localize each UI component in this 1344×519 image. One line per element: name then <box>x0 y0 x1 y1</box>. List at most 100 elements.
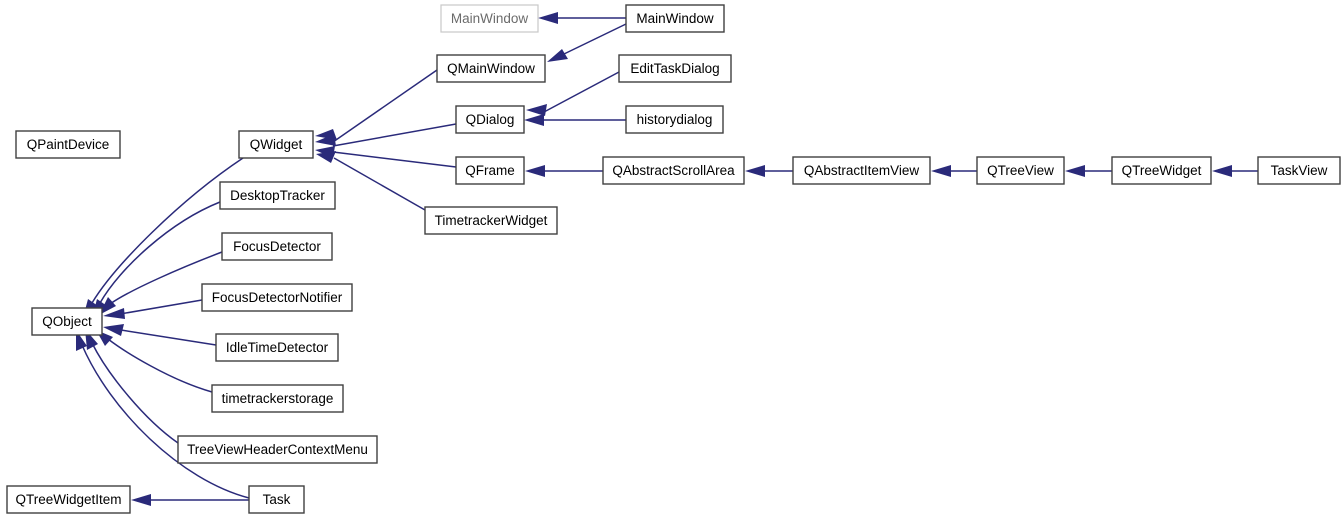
edge-qtreeview-to-qabstractitemview <box>931 165 977 177</box>
class-node-focusdetectornotifier[interactable]: FocusDetectorNotifier <box>201 283 353 312</box>
class-node-treeviewheadercontextmenu[interactable]: TreeViewHeaderContextMenu <box>177 435 378 464</box>
class-node-box[interactable] <box>625 4 725 33</box>
class-node-idletimedetector[interactable]: IdleTimeDetector <box>215 333 339 362</box>
arrowhead-icon <box>538 12 558 24</box>
edge-line <box>332 151 457 168</box>
class-node-qmainwindow[interactable]: QMainWindow <box>436 54 546 83</box>
edge-line <box>333 157 426 211</box>
class-node-box[interactable] <box>625 105 724 134</box>
class-node-qdialog[interactable]: QDialog <box>455 105 525 134</box>
class-node-mainwindow[interactable]: MainWindow <box>625 4 725 33</box>
arrowhead-icon <box>99 297 116 315</box>
edge-line <box>332 69 438 143</box>
class-node-box[interactable] <box>15 130 121 159</box>
class-node-qabstractitemview[interactable]: QAbstractItemView <box>792 156 931 185</box>
class-node-qtreewidget[interactable]: QTreeWidget <box>1111 156 1212 185</box>
edge-line <box>109 251 223 305</box>
class-node-box[interactable] <box>440 4 539 33</box>
arrowhead-icon <box>131 494 151 506</box>
class-node-timetrackerstorage[interactable]: timetrackerstorage <box>211 384 344 413</box>
class-node-label: IdleTimeDetector <box>226 340 329 355</box>
class-node-label: QMainWindow <box>447 61 535 76</box>
class-node-box[interactable] <box>31 307 103 336</box>
class-node-qobject[interactable]: QObject <box>31 307 103 336</box>
class-node-label: QFrame <box>465 163 515 178</box>
class-node-label: MainWindow <box>451 11 529 26</box>
class-node-timetrackerwidget[interactable]: TimetrackerWidget <box>424 206 558 235</box>
class-node-qtreeview[interactable]: QTreeView <box>976 156 1065 185</box>
class-node-label: FocusDetector <box>233 239 321 254</box>
class-node-box[interactable] <box>618 54 732 83</box>
class-node-label: timetrackerstorage <box>222 391 334 406</box>
arrowhead-icon <box>525 165 545 177</box>
class-node-label: QObject <box>42 314 92 329</box>
edge-historydialog-to-qdialog <box>524 114 626 126</box>
edge-qdialog-to-qwidget <box>315 123 457 147</box>
class-node-box[interactable] <box>792 156 931 185</box>
class-node-label: QAbstractItemView <box>804 163 920 178</box>
edge-qabstractitemview-to-qabstractscrollarea <box>745 165 793 177</box>
class-node-taskview[interactable]: TaskView <box>1257 156 1341 185</box>
class-node-qwidget[interactable]: QWidget <box>238 130 314 159</box>
class-node-box[interactable] <box>602 156 745 185</box>
class-node-box[interactable] <box>455 105 525 134</box>
edge-edittaskdialog-to-qdialog <box>526 71 620 116</box>
edges-layer <box>76 12 1258 506</box>
class-node-label: FocusDetectorNotifier <box>212 290 343 305</box>
class-node-edittaskdialog[interactable]: EditTaskDialog <box>618 54 732 83</box>
class-node-mainwindow_ext[interactable]: MainWindow <box>440 4 539 33</box>
class-node-label: QTreeView <box>987 163 1054 178</box>
class-node-label: QAbstractScrollArea <box>612 163 735 178</box>
class-node-box[interactable] <box>1257 156 1341 185</box>
arrowhead-icon <box>103 308 125 319</box>
class-node-box[interactable] <box>976 156 1065 185</box>
class-node-box[interactable] <box>201 283 353 312</box>
class-node-qpaintdevice[interactable]: QPaintDevice <box>15 130 121 159</box>
arrowhead-icon <box>315 134 336 146</box>
edge-mainwindow-to-mainwindow_ext <box>538 12 626 24</box>
edge-line <box>99 201 221 304</box>
edge-qabstractscrollarea-to-qframe <box>525 165 603 177</box>
arrowhead-icon <box>1065 165 1085 177</box>
class-node-historydialog[interactable]: historydialog <box>625 105 724 134</box>
class-node-box[interactable] <box>436 54 546 83</box>
edge-line <box>91 157 244 304</box>
class-node-label: QPaintDevice <box>27 137 110 152</box>
arrowhead-icon <box>526 104 547 116</box>
edge-line <box>91 342 179 444</box>
edge-line <box>120 329 217 346</box>
class-node-box[interactable] <box>424 206 558 235</box>
class-node-box[interactable] <box>221 232 333 261</box>
class-node-box[interactable] <box>177 435 378 464</box>
arrowhead-icon <box>931 165 951 177</box>
class-node-label: TimetrackerWidget <box>435 213 548 228</box>
class-node-label: TaskView <box>1271 163 1328 178</box>
edge-line <box>119 299 203 315</box>
edge-focusdetectornotifier-to-qobject <box>103 299 203 319</box>
class-node-focusdetector[interactable]: FocusDetector <box>221 232 333 261</box>
class-node-label: DesktopTracker <box>230 188 325 203</box>
class-node-label: MainWindow <box>636 11 714 26</box>
class-node-label: Task <box>263 492 291 507</box>
class-node-task[interactable]: Task <box>248 485 305 514</box>
class-node-box[interactable] <box>215 333 339 362</box>
edge-line <box>563 23 627 55</box>
edge-idletimedetector-to-qobject <box>103 324 217 346</box>
class-node-box[interactable] <box>248 485 305 514</box>
class-node-box[interactable] <box>211 384 344 413</box>
class-node-qtreewidgetitem[interactable]: QTreeWidgetItem <box>6 485 131 514</box>
class-node-qframe[interactable]: QFrame <box>455 156 525 185</box>
class-node-box[interactable] <box>1111 156 1212 185</box>
edge-line <box>81 344 250 499</box>
edge-line <box>107 338 213 393</box>
class-node-desktoptracker[interactable]: DesktopTracker <box>219 181 336 210</box>
class-node-box[interactable] <box>238 130 314 159</box>
edge-qtreewidget-to-qtreeview <box>1065 165 1112 177</box>
class-node-qabstractscrollarea[interactable]: QAbstractScrollArea <box>602 156 745 185</box>
class-node-box[interactable] <box>219 181 336 210</box>
class-node-box[interactable] <box>455 156 525 185</box>
class-node-box[interactable] <box>6 485 131 514</box>
